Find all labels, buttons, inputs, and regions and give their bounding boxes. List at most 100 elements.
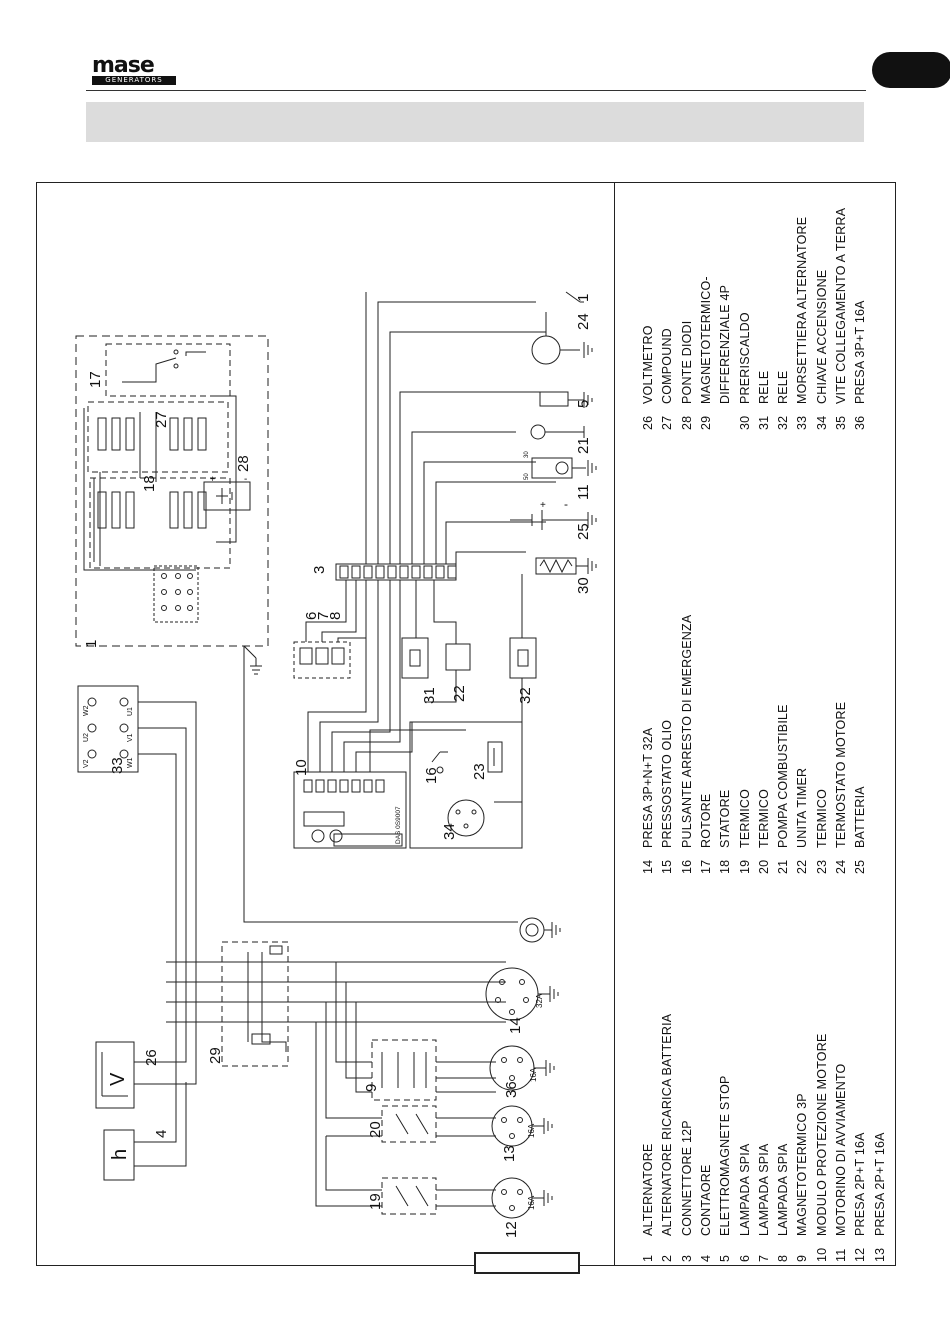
legend-item-number: 11 <box>834 1248 848 1262</box>
legend-item: 12 PRESA 2P+T 16A <box>853 1132 867 1262</box>
legend-item: 21POMPA COMBUSTIBILE <box>776 704 790 874</box>
legend-item-label: MODULO PROTEZIONE MOTORE <box>814 1033 829 1237</box>
label-36: 36 <box>503 1081 520 1098</box>
legend-item-label: ALTERNATORE RICARICA BATTERIA <box>660 1013 675 1236</box>
legend-item-number: 1 <box>641 1254 655 1262</box>
label-18: 18 <box>141 475 158 492</box>
legend-item-number: 30 <box>737 415 752 430</box>
label-30: 30 <box>575 577 592 594</box>
starter-terminal-30: 30 <box>524 451 530 458</box>
socket-12 <box>491 1177 553 1219</box>
legend-item-number: 3 <box>679 1254 694 1262</box>
label-1: 1 <box>83 640 100 648</box>
connector-12p <box>335 563 457 581</box>
label-8: 8 <box>327 612 344 620</box>
legend-item-number: 28 <box>679 415 694 430</box>
legend-item: 35VITE COLLEGAMENTO A TERRA <box>834 208 848 430</box>
preheat-30 <box>535 557 588 575</box>
legend-item: 11MOTORINO DI AVVIAMENTO <box>834 1064 848 1262</box>
legend-item-label: ELETTROMAGNETE STOP <box>718 1075 733 1236</box>
label-4: 4 <box>153 1130 170 1138</box>
legend-item: 15PRESSOSTATO OLIO <box>660 720 674 874</box>
hour-counter <box>103 1129 135 1181</box>
label-25: 25 <box>575 523 592 540</box>
legend-item: 29MAGNETOTERMICO- <box>699 276 713 430</box>
legend-item-label: LAMPADA SPIA <box>737 1143 752 1236</box>
timer-unit-22 <box>445 643 471 671</box>
legend-item-label: LAMPADA SPIA <box>776 1143 791 1236</box>
diagram-labels: 1 3 4 5 6 7 8 9 10 11 12 13 14 16 17 18 … <box>83 294 592 1238</box>
legend-item-label: PULSANTE ARRESTO DI EMERGENZA <box>679 614 694 848</box>
brand-name: mase <box>92 53 155 78</box>
legend-item-number: 23 <box>814 859 829 874</box>
terminal-v1: V1 <box>127 733 134 742</box>
label-12: 12 <box>503 1221 520 1238</box>
indicator-lamps <box>293 641 351 679</box>
legend-item-number: 5 <box>718 1254 733 1262</box>
label-31: 31 <box>421 687 438 704</box>
legend-item-label: PRESA 3P+T 16A <box>853 300 868 404</box>
legend-item-label: VOLTMETRO <box>641 325 655 404</box>
label-19: 19 <box>367 1193 384 1210</box>
hour-counter-symbol: h <box>109 1149 131 1160</box>
alternator-terminal-board <box>77 685 197 1002</box>
legend-item-label: LAMPADA SPIA <box>756 1143 771 1236</box>
legend-item-number: 25 <box>853 859 868 874</box>
legend-item: 22UNITA TIMER <box>795 768 809 874</box>
legend-item-label: CONTAORE <box>698 1164 713 1236</box>
legend-item: 5 ELETTROMAGNETE STOP <box>718 1075 732 1262</box>
thermal-20 <box>381 1105 437 1143</box>
terminal-v2: V2 <box>83 759 90 768</box>
legend-item-label: TERMICO <box>756 788 771 848</box>
diagram-frame <box>36 182 896 1266</box>
legend-item: 24TERMOSTATO MOTORE <box>834 702 848 874</box>
socket-12-rating: 16A <box>527 1195 536 1210</box>
legend-item-number: 32 <box>776 415 791 430</box>
label-10: 10 <box>293 759 310 776</box>
battery-25 <box>510 510 588 530</box>
legend-item-number: 18 <box>718 859 733 874</box>
legend-item-label: CHIAVE ACCENSIONE <box>814 269 829 404</box>
brand-logo: mase GENERATORS <box>92 53 176 86</box>
legend-item: 34CHIAVE ACCENSIONE <box>815 270 829 430</box>
legend-item: 6LAMPADA SPIA <box>738 1144 752 1262</box>
legend-item-label: BATTERIA <box>853 786 868 848</box>
socket-13-rating: 16A <box>527 1123 536 1138</box>
legend-item-number: 7 <box>756 1254 771 1262</box>
label-28: 28 <box>235 455 252 472</box>
label-21: 21 <box>575 437 592 454</box>
terminal-u2: U2 <box>83 733 90 742</box>
legend-item-label: RELE <box>776 370 791 404</box>
legend-item-number: 12 <box>853 1247 868 1262</box>
label-33: 33 <box>109 757 126 774</box>
legend-item-number: 13 <box>872 1247 887 1262</box>
legend-item-number: 22 <box>795 859 810 874</box>
oil-pressure-switch-24 <box>531 291 584 365</box>
legend-item: 16PULSANTE ARRESTO DI EMERGENZA <box>680 615 694 874</box>
legend-item-label: MORSETTIERA ALTERNATORE <box>795 216 810 404</box>
legend-item-number: 14 <box>641 859 655 874</box>
relay-31 <box>401 637 429 679</box>
thermal-23 <box>487 741 503 773</box>
label-17: 17 <box>87 371 104 388</box>
socket-32a <box>485 967 559 1021</box>
legend-item-number: 21 <box>776 859 791 874</box>
legend-item: 3CONNETTORE 12P <box>680 1120 694 1262</box>
legend-item: 31RELE <box>757 371 771 430</box>
legend-item-number: 26 <box>641 415 655 430</box>
legend-item: 28 PONTE DIODI <box>680 321 694 430</box>
label-13: 13 <box>501 1145 518 1162</box>
component-markings: V h 32A 16A 16A 16A DAS 0S9007 W2 U2 V2 … <box>83 451 568 1210</box>
legend-item-label: ALTERNATORE <box>641 1143 655 1237</box>
label-5: 5 <box>575 400 592 408</box>
socket-36 <box>489 1045 555 1091</box>
legend-item-label: PRESA 2P+T 16A <box>853 1132 868 1236</box>
battery-plus: + <box>540 500 546 511</box>
legend-item-label: PONTE DIODI <box>679 320 694 404</box>
legend-item-label: MAGNETOTERMICO 3P <box>795 1093 810 1236</box>
legend-item-number: 27 <box>660 415 675 430</box>
starter-11 <box>531 457 586 479</box>
control-panel-box <box>409 721 523 849</box>
brand-sub: GENERATORS <box>92 76 176 85</box>
